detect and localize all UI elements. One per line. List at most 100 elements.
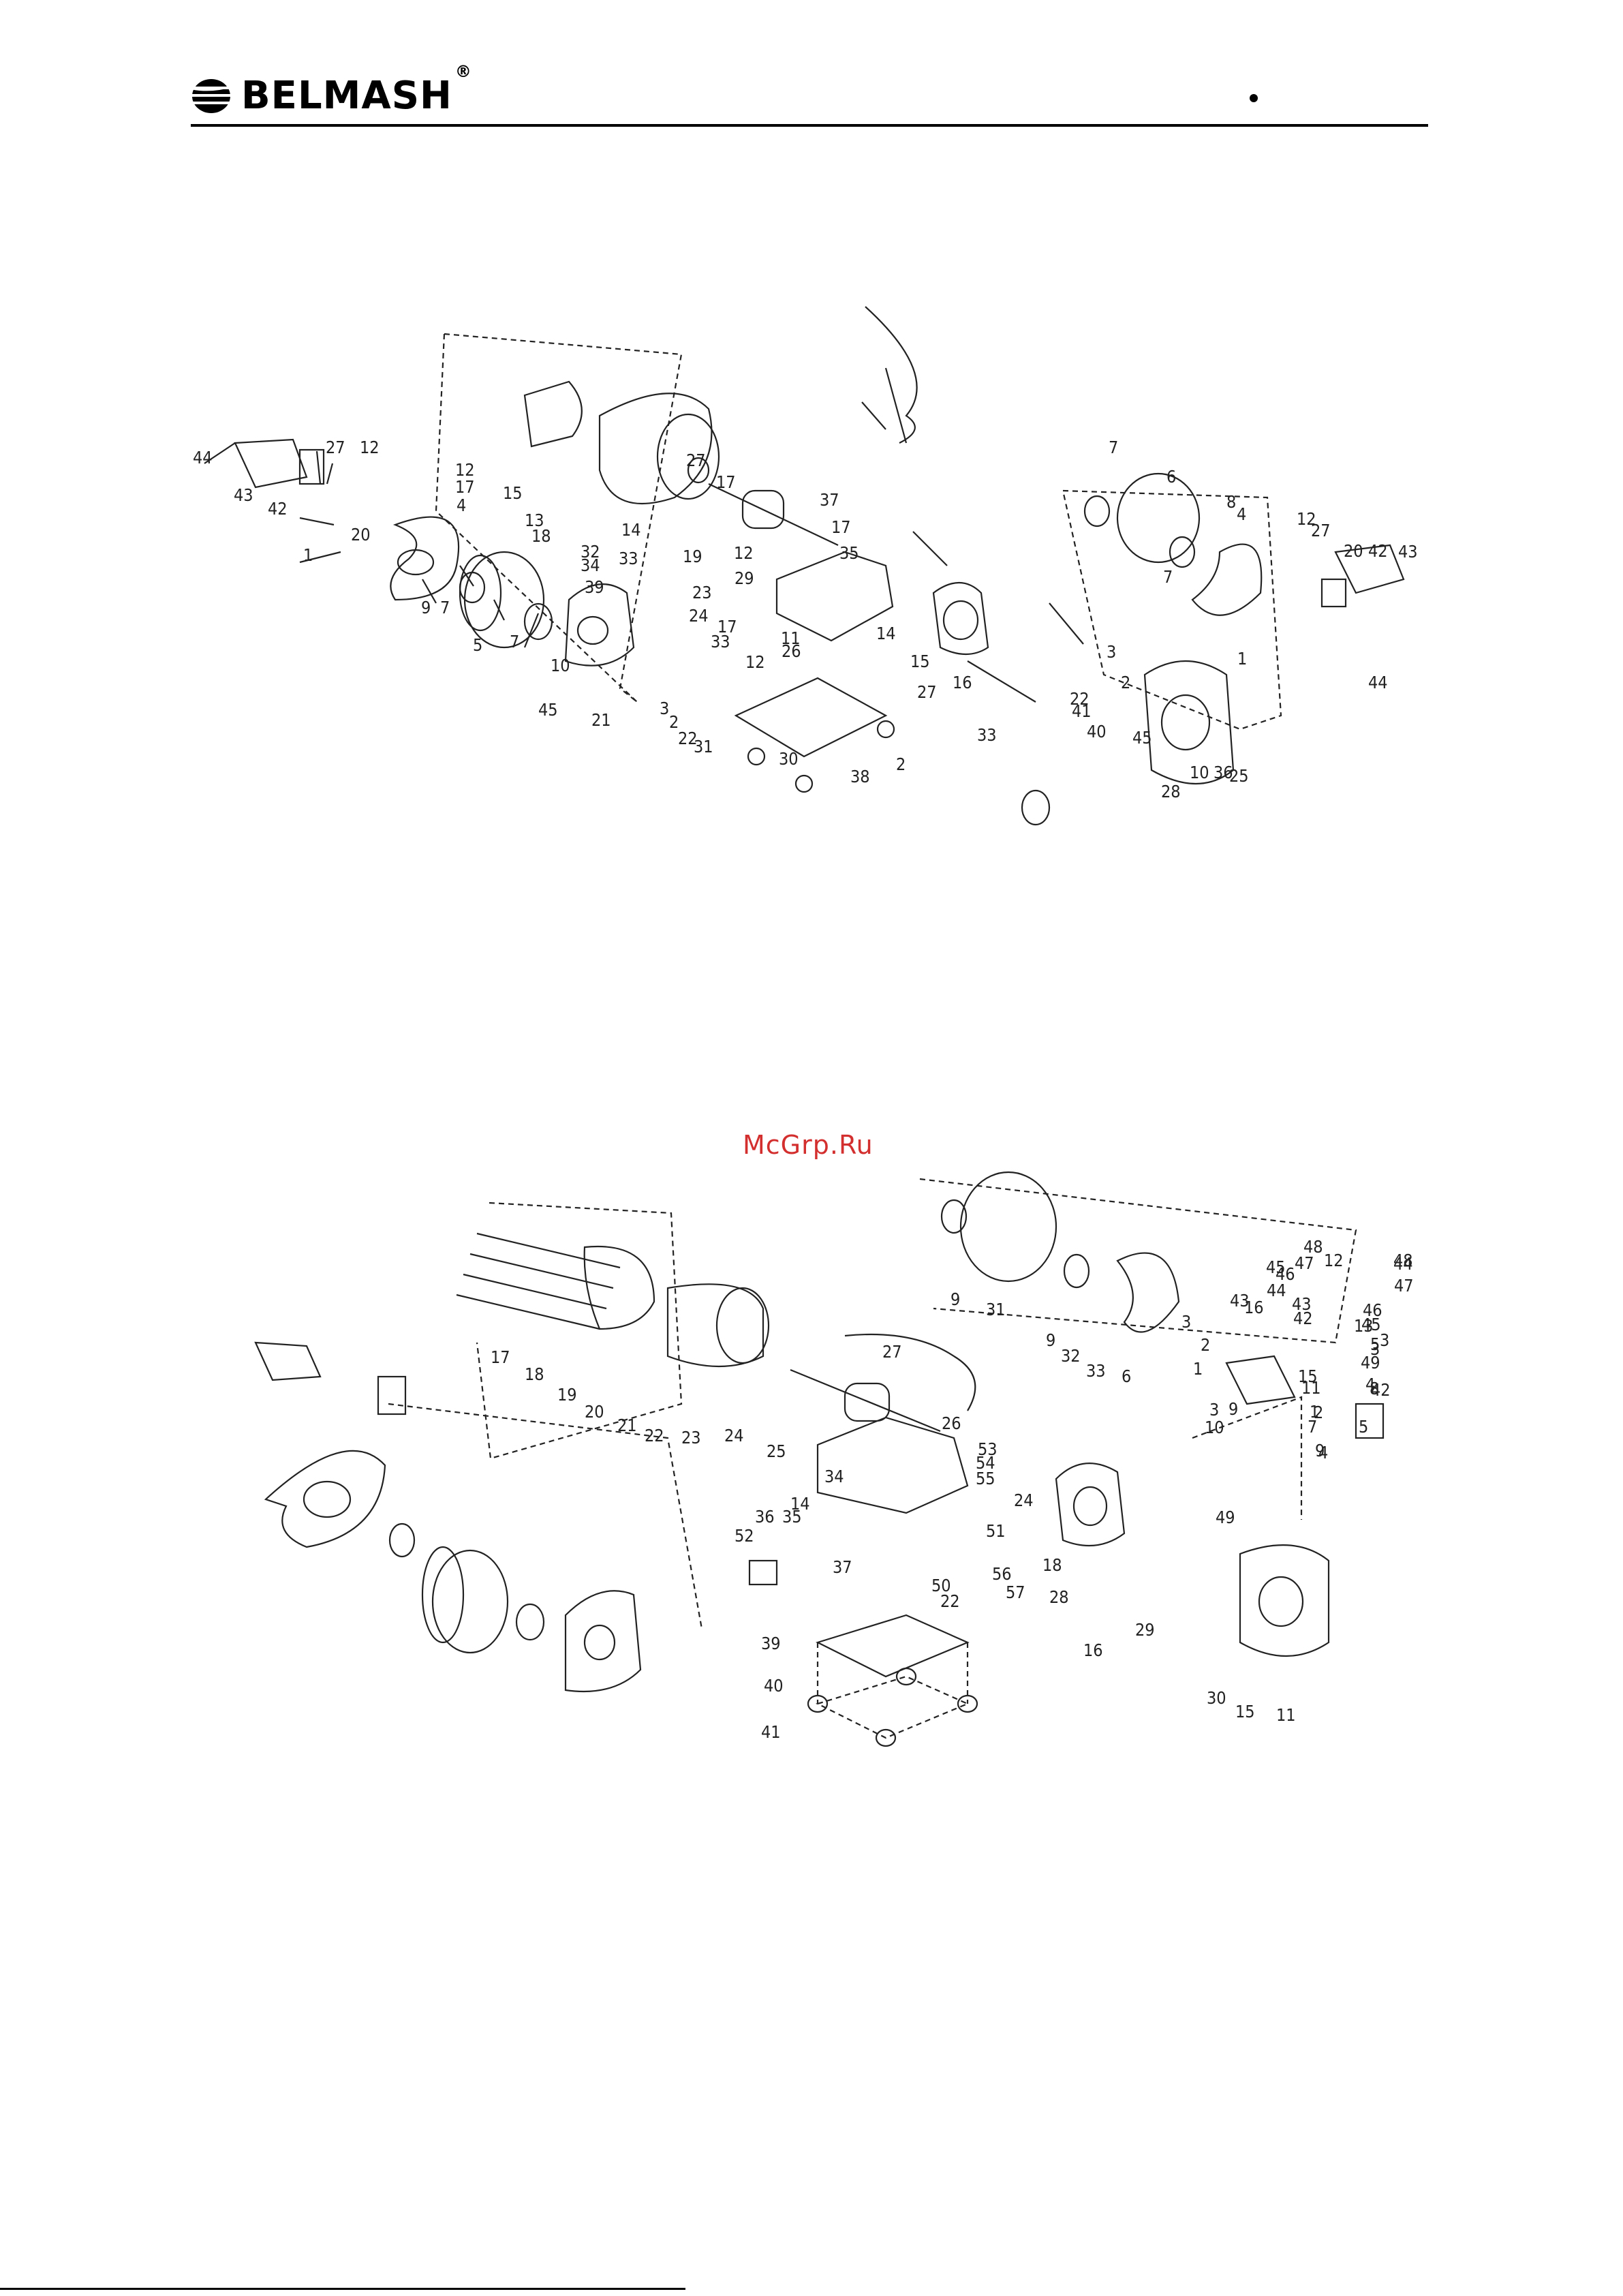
callout-bottom-56: 2 [1201,1335,1210,1355]
callout-bottom-47: 45 [1361,1315,1381,1334]
callout-top-29: 27 [686,450,706,470]
callout-bottom-36: 15 [1235,1702,1255,1721]
callout-bottom-19: 52 [735,1526,754,1546]
callout-top-58: 27 [1311,521,1331,540]
callout-bottom-77: 15 [1298,1366,1318,1386]
callout-top-69: 45 [1132,728,1152,748]
callout-top-23: 13 [525,510,544,530]
callout-bottom-40: 9 [1046,1330,1055,1350]
callout-top-72: 36 [1214,763,1233,782]
callout-top-54: 8 [1226,492,1236,512]
callout-bottom-13: 54 [976,1453,995,1473]
callout-bottom-69: 4 [1318,1443,1328,1463]
callout-top-43: 26 [782,641,801,661]
callout-top-25: 32 [581,542,600,562]
callout-bottom-1: 17 [491,1347,510,1367]
callout-bottom-7: 23 [681,1428,701,1448]
callout-bottom-81: 16 [1244,1298,1264,1317]
callout-bottom-25: 22 [940,1591,960,1611]
callout-top-12: 7 [510,632,519,652]
callout-bottom-30: 18 [1042,1555,1062,1575]
callout-top-2: 43 [234,485,253,505]
watermark: McGrp.Ru [743,1130,874,1160]
callout-top-71: 28 [1161,782,1181,801]
callout-bottom-45: 47 [1394,1276,1414,1296]
callout-bottom-53: 4 [1365,1375,1375,1394]
callout-top-32: 37 [820,490,839,510]
callout-top-3: 42 [268,499,288,519]
callout-top-49: 15 [910,652,930,671]
callout-bottom-48: 3 [1380,1330,1389,1350]
callout-bottom-46: 46 [1363,1300,1382,1320]
footer-rule [0,2288,685,2290]
header-dot [1250,94,1258,102]
callout-top-46: 38 [850,767,870,786]
callout-bottom-22: 50 [931,1576,951,1595]
callout-bottom-20: 37 [833,1557,852,1577]
callout-bottom-29: 24 [1014,1490,1034,1510]
callout-bottom-8: 24 [724,1426,744,1445]
callout-bottom-2: 18 [525,1364,544,1384]
callout-bottom-34: 49 [1216,1507,1235,1527]
callout-bottom-65: 48 [1303,1237,1323,1257]
callout-top-17: 3 [660,699,669,718]
callout-bottom-6: 22 [645,1426,664,1445]
callout-bottom-67: 42 [1371,1380,1391,1400]
callout-bottom-71: 7 [1308,1417,1317,1437]
callout-bottom-32: 16 [1083,1640,1103,1660]
callout-bottom-3: 19 [557,1385,577,1405]
callout-bottom-37: 11 [1276,1705,1296,1725]
callout-bottom-41: 32 [1061,1346,1081,1366]
callout-bottom-63: 46 [1276,1264,1295,1284]
callout-top-30: 17 [716,472,736,492]
callout-bottom-27: 40 [764,1676,784,1696]
callout-top-18: 2 [669,712,679,732]
callout-top-15: 21 [591,710,611,730]
callout-bottom-12: 53 [978,1439,998,1459]
callout-top-53: 6 [1166,467,1176,487]
callout-top-42: 11 [781,628,801,648]
callout-bottom-50: 43 [1292,1294,1312,1314]
callout-top-33: 35 [839,543,859,563]
callout-top-74: 33 [977,725,997,745]
callout-bottom-59: 3 [1209,1400,1219,1420]
callout-top-6: 1 [303,545,313,565]
callout-top-59: 20 [1344,541,1363,561]
callout-bottom-58: 1 [1193,1359,1203,1379]
callout-bottom-39: 31 [986,1300,1006,1319]
callout-top-9: 9 [421,598,431,617]
callout-top-20: 12 [455,460,475,480]
callout-bottom-73: 9 [1315,1441,1325,1460]
callout-top-13: 10 [551,656,570,675]
callout-bottom-11: 27 [882,1342,902,1362]
callout-top-67: 41 [1072,701,1092,721]
callout-top-34: 12 [734,543,754,563]
callout-top-7: 20 [351,525,371,545]
brand-logo: BELMASH® [191,62,472,120]
callout-bottom-14: 55 [976,1469,995,1488]
callout-top-55: 7 [1163,567,1173,587]
callout-bottom-80: 12 [1324,1251,1344,1270]
callout-bottom-5: 21 [617,1415,637,1435]
callout-top-68: 40 [1087,722,1107,741]
callout-top-24: 18 [531,526,551,546]
brand-name: BELMASH® [241,62,472,118]
callout-bottom-78: 49 [1361,1353,1380,1373]
callout-bottom-31: 28 [1049,1587,1069,1607]
callout-top-10: 7 [440,598,450,617]
callout-bottom-26: 39 [761,1634,781,1653]
callout-bottom-16: 14 [790,1494,810,1514]
callout-top-4: 27 [326,438,345,457]
callout-top-36: 29 [735,568,754,588]
page-header: BELMASH® [191,62,1428,128]
callout-top-11: 5 [473,635,482,655]
callout-top-64: 3 [1107,642,1116,662]
callout-bottom-79: 13 [1354,1316,1374,1336]
callout-top-45: 31 [694,737,713,756]
callout-bottom-74: 10 [1205,1418,1224,1437]
callout-bottom-72: 8 [1370,1379,1379,1398]
